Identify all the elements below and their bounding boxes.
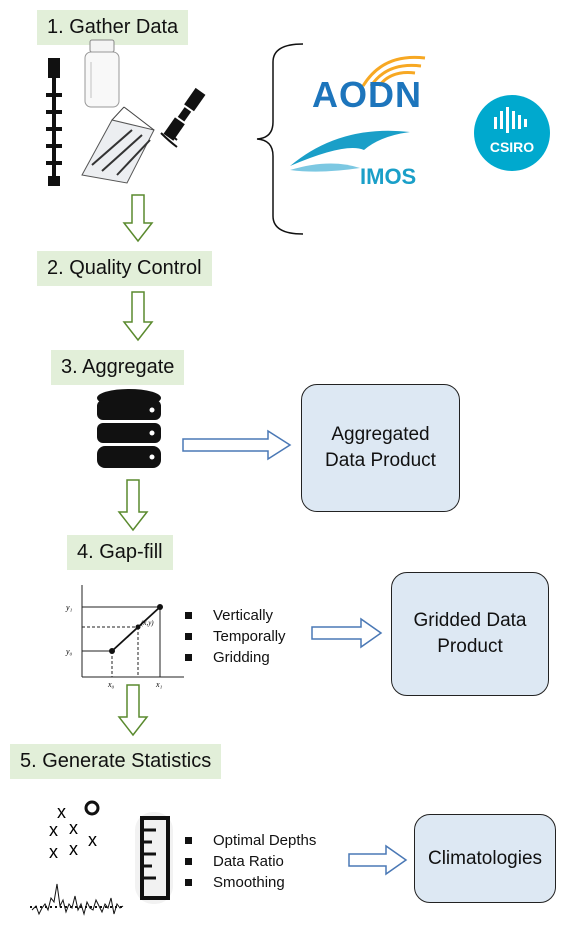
aodn-logo-text: AODN (312, 74, 422, 115)
aggregated-line-1: Aggregated (331, 424, 430, 446)
aodn-logo: AODN (308, 50, 453, 120)
point-x1-y1 (157, 604, 163, 610)
label-x0: x₀ (107, 680, 115, 689)
flow-arrow-1 (122, 194, 154, 243)
flow-arrow-2 (122, 291, 154, 342)
gridded-line-2: Product (437, 636, 503, 657)
climatologies-label: Climatologies (427, 847, 543, 869)
csiro-bars-icon (494, 107, 527, 133)
time-series-icon (30, 883, 125, 916)
arrow-to-aggregated (182, 429, 292, 461)
step-aggregate: 3. Aggregate (51, 350, 185, 385)
stats-scatter: x x x x x x (49, 800, 100, 862)
imos-wave-icon (290, 130, 410, 172)
arrow-to-climatologies (348, 844, 408, 876)
label-y0: y₀ (65, 647, 73, 656)
flow-arrow-4 (117, 684, 149, 737)
interpolation-plot: y₁ y₀ x₀ x₁ (x,y) (65, 585, 184, 689)
label-y1: y₁ (65, 603, 73, 612)
step-quality-control: 2. Quality Control (37, 251, 212, 286)
ctd-rosette-icon (81, 106, 155, 184)
aggregated-data-product-box: Aggregated Data Product (301, 384, 460, 512)
scatter-x-4: x (88, 830, 97, 850)
interpolation-line (111, 606, 161, 652)
scatter-o (84, 800, 100, 816)
imos-logo: IMOS (290, 128, 450, 200)
step-gap-fill: 4. Gap-fill (67, 535, 173, 570)
step-gather-data: 1. Gather Data (37, 10, 189, 45)
point-xy (135, 624, 141, 630)
stats-bullet-list: Optimal Depths Data Ratio Smoothing (185, 830, 316, 893)
bullet-temporally: Temporally (185, 626, 286, 647)
point-x0-y0 (109, 648, 115, 654)
bullet-gridding: Gridding (185, 647, 286, 668)
scatter-x-3: x (69, 818, 78, 838)
database-icon (97, 389, 161, 468)
scatter-x-6: x (69, 839, 78, 859)
label-x1: x₁ (155, 680, 163, 689)
mooring-line-icon (46, 58, 62, 186)
gapfill-bullet-list: Vertically Temporally Gridding (185, 605, 286, 668)
label-xy: (x,y) (141, 619, 154, 627)
ruler-icon (135, 812, 173, 904)
source-brace (256, 43, 304, 235)
csiro-logo: CSIRO (474, 95, 550, 171)
arrow-to-gridded (311, 617, 383, 649)
imos-logo-text: IMOS (360, 164, 417, 189)
gridded-data-product-box: Gridded Data Product (391, 572, 549, 696)
gridded-line-1: Gridded Data (413, 610, 527, 632)
aodn-waves-icon (361, 55, 426, 87)
scatter-x-2: x (49, 820, 58, 840)
bullet-vertically: Vertically (185, 605, 286, 626)
sample-bottle-icon (84, 39, 120, 108)
bullet-data-ratio: Data Ratio (185, 851, 316, 872)
flow-arrow-3 (117, 479, 149, 532)
bullet-optimal-depths: Optimal Depths (185, 830, 316, 851)
satellite-icon (160, 87, 206, 148)
step-generate-statistics: 5. Generate Statistics (10, 744, 222, 779)
scatter-x-5: x (49, 842, 58, 862)
csiro-logo-text: CSIRO (489, 139, 535, 155)
bullet-smoothing: Smoothing (185, 872, 316, 893)
climatologies-box: Climatologies (414, 814, 556, 903)
scatter-x-1: x (57, 802, 66, 822)
aggregated-line-2: Data Product (325, 450, 436, 471)
